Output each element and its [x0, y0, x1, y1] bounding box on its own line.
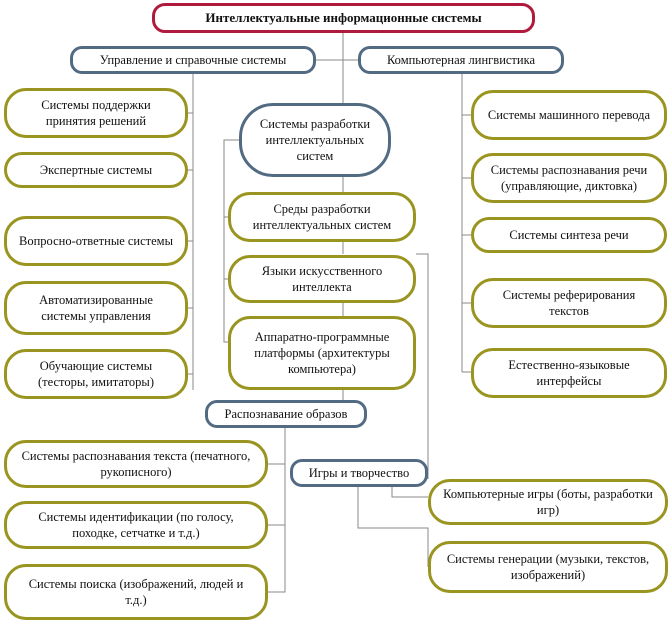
linguistics-item: Системы распознавания речи (управляющие,… — [471, 153, 667, 203]
connector-line — [223, 139, 239, 343]
item-label: Естественно-языковые интерфейсы — [508, 357, 630, 388]
management-item: Вопросно-ответные системы — [4, 216, 188, 266]
item-label: Системы поддержки принятия решений — [41, 97, 151, 128]
category-games-creativity: Игры и творчество — [290, 459, 428, 487]
item-label: Экспертные системы — [39, 162, 153, 177]
management-item: Системы поддержки принятия решений — [4, 88, 188, 138]
root-title: Интеллектуальные информационные системы — [205, 9, 482, 25]
item-label: Системы распознавания речи (управляющие,… — [490, 162, 648, 193]
item-label: Среды разработки интеллектуальных систем — [252, 201, 392, 232]
connector-line — [268, 428, 286, 593]
connector-line — [357, 487, 429, 567]
item-label: Вопросно-ответные системы — [19, 233, 173, 248]
category-label: Компьютерная лингвистика — [386, 52, 536, 67]
development-item: Среды разработки интеллектуальных систем — [228, 192, 416, 242]
item-label: Системы разработки интеллектуальных сист… — [259, 116, 371, 164]
category-linguistics: Компьютерная лингвистика — [358, 46, 564, 74]
item-label: Системы поиска (изображений, людей и т.д… — [28, 576, 244, 607]
category-label: Игры и творчество — [308, 465, 410, 480]
item-label: Системы машинного перевода — [487, 107, 651, 122]
pattern-item: Системы поиска (изображений, людей и т.д… — [4, 564, 268, 620]
development-item: Аппаратно-программные платформы (архитек… — [228, 316, 416, 390]
games-item: Системы генерации (музыки, текстов, изоб… — [428, 541, 668, 593]
pattern-item: Системы идентификации (по голосу, походк… — [4, 501, 268, 549]
category-label: Распознавание образов — [224, 406, 348, 421]
item-label: Компьютерные игры (боты, разработки игр) — [443, 486, 653, 517]
item-label: Системы распознавания текста (печатного,… — [21, 448, 251, 479]
item-label: Аппаратно-программные платформы (архитек… — [254, 329, 390, 377]
item-label: Обучающие системы (тесторы, имитаторы) — [38, 358, 154, 389]
development-item: Языки искусственного интеллекта — [228, 255, 416, 303]
category-management: Управление и справочные системы — [70, 46, 316, 74]
development-systems-node: Системы разработки интеллектуальных сист… — [239, 103, 391, 177]
root-title-node: Интеллектуальные информационные системы — [152, 3, 535, 33]
item-label: Автоматизированные системы управления — [39, 292, 153, 323]
category-label: Управление и справочные системы — [99, 52, 287, 67]
item-label: Языки искусственного интеллекта — [261, 263, 383, 294]
linguistics-item: Системы синтеза речи — [471, 217, 667, 253]
pattern-item: Системы распознавания текста (печатного,… — [4, 440, 268, 488]
linguistics-item: Естественно-языковые интерфейсы — [471, 348, 667, 398]
item-label: Системы идентификации (по голосу, походк… — [38, 509, 234, 540]
connector-line — [391, 487, 428, 498]
item-label: Системы синтеза речи — [509, 227, 629, 242]
linguistics-item: Системы машинного перевода — [471, 90, 667, 140]
management-item: Автоматизированные системы управления — [4, 281, 188, 335]
category-pattern-recognition: Распознавание образов — [205, 400, 367, 428]
games-item: Компьютерные игры (боты, разработки игр) — [428, 479, 668, 525]
management-item: Обучающие системы (тесторы, имитаторы) — [4, 349, 188, 399]
management-item: Экспертные системы — [4, 152, 188, 188]
connector-line — [416, 253, 429, 479]
linguistics-item: Системы реферирования текстов — [471, 278, 667, 328]
item-label: Системы генерации (музыки, текстов, изоб… — [446, 551, 650, 582]
item-label: Системы реферирования текстов — [502, 287, 636, 318]
